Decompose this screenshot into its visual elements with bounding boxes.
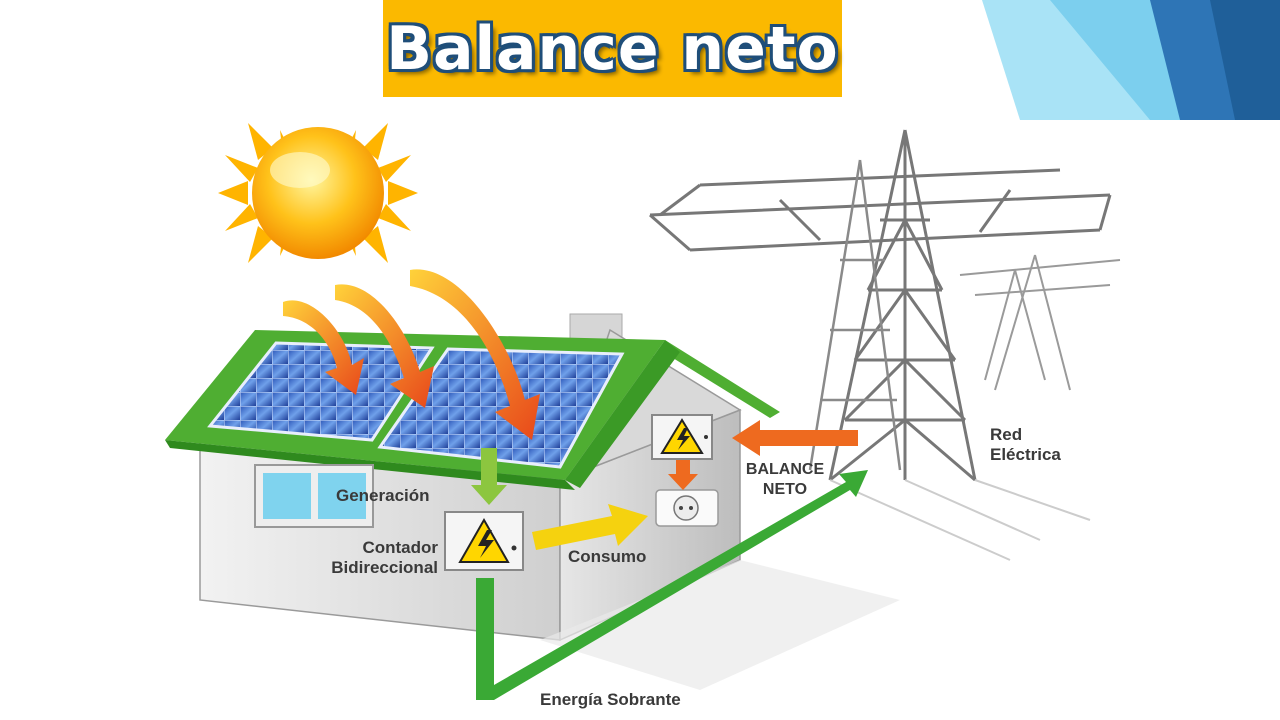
label-neto: NETO — [763, 481, 807, 498]
transmission-tower-icon — [649, 129, 1121, 561]
label-generacion: Generación — [336, 486, 430, 505]
label-red: Red — [990, 425, 1022, 444]
sunray-arrows — [283, 269, 540, 440]
consumption-arrow — [532, 504, 648, 550]
sun-icon — [218, 123, 418, 263]
label-energia-sobrante: Energía Sobrante — [540, 690, 681, 709]
label-contador-line2: Bidireccional — [331, 558, 438, 577]
label-balance: BALANCE — [746, 461, 825, 478]
electricity-meter-icon — [651, 414, 713, 460]
grid-import-arrow — [732, 420, 858, 456]
surplus-energy-arrow — [476, 470, 868, 700]
slide-title: Balance neto — [386, 13, 839, 84]
meter-to-outlet-arrow — [668, 460, 698, 490]
label-consumo: Consumo — [568, 547, 646, 566]
title-banner: Balance neto — [383, 0, 842, 97]
label-contador-line1: Contador — [362, 538, 438, 557]
electricity-meter-icon — [444, 511, 524, 571]
generation-arrow — [471, 448, 507, 505]
power-outlet-icon — [655, 489, 719, 527]
solar-panel-icon — [207, 341, 625, 469]
label-electrica: Eléctrica — [990, 445, 1061, 464]
